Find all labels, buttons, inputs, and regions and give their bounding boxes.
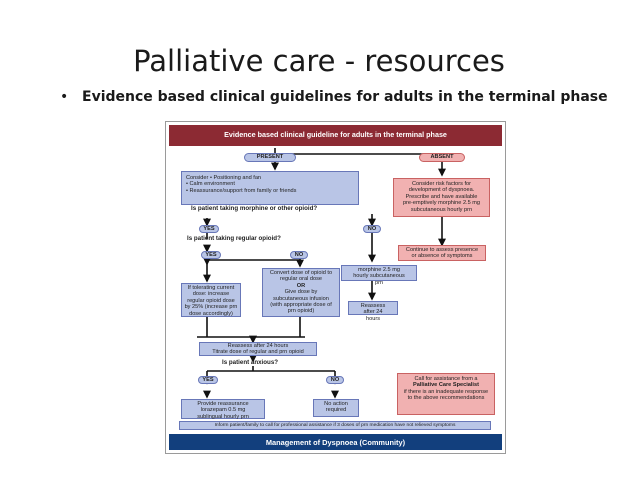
inform-patient-bar: Inform patient/family to call for profes… bbox=[179, 421, 491, 430]
slide-title: Palliative care - resources bbox=[133, 44, 505, 78]
no-box-2: NO bbox=[290, 251, 308, 259]
tolerating-dose-box: If tolerating current dose: increase reg… bbox=[181, 283, 241, 317]
call-specialist-box: Call for assistance from a Palliative Ca… bbox=[397, 373, 495, 415]
no-action-box: No action required bbox=[313, 399, 359, 417]
question-morphine: Is patient taking morphine or other opio… bbox=[191, 205, 318, 212]
flowchart-footer-bg bbox=[169, 434, 502, 450]
flowchart-header: Evidence based clinical guideline for ad… bbox=[224, 130, 447, 139]
call-specialist-post: if there is an inadequate response to th… bbox=[403, 388, 489, 402]
question-anxious: Is patient anxious? bbox=[222, 359, 279, 366]
lorazepam-box: Provide reassurance lorazepam 0.5 mg sub… bbox=[181, 399, 265, 420]
flowchart-footer: Management of Dyspnoea (Community) bbox=[265, 438, 406, 447]
bullet-text: Evidence based clinical guidelines for a… bbox=[82, 89, 608, 105]
convert-dose-text: Convert dose of opioid to regular oral d… bbox=[269, 270, 333, 283]
reassess-24h-box: Reassess after 24 hours bbox=[348, 301, 398, 322]
yes-box-1: YES bbox=[199, 225, 219, 233]
convert-dose-box: Convert dose of opioid to regular oral d… bbox=[262, 268, 340, 317]
morphine-prn-box: morphine 2.5 mg hourly subcutaneous prn bbox=[341, 265, 417, 286]
convert-or-label: OR bbox=[296, 282, 306, 289]
question-regular-opioid: Is patient taking regular opioid? bbox=[187, 235, 281, 242]
continue-assess-box: Continue to assess presence or absence o… bbox=[398, 245, 486, 261]
yes-box-2: YES bbox=[201, 251, 221, 259]
call-specialist-pre: Call for assistance from a bbox=[414, 376, 478, 382]
bullet-item: • Evidence based clinical guidelines for … bbox=[60, 89, 608, 105]
no-box-3: NO bbox=[326, 376, 344, 384]
yes-box-3: YES bbox=[198, 376, 218, 384]
call-specialist-name: Palliative Care Specialist bbox=[413, 382, 479, 389]
flowchart-header-bg bbox=[169, 125, 502, 146]
bullet-marker: • bbox=[60, 89, 69, 105]
no-box-1: NO bbox=[363, 225, 381, 233]
present-box: PRESENT bbox=[244, 153, 296, 162]
infusion-dose-text: Give dose by subcutaneous infusion (with… bbox=[270, 289, 332, 315]
flowchart-image: Evidence based clinical guideline for ad… bbox=[165, 121, 506, 454]
absent-consider-box: Consider risk factors for development of… bbox=[393, 178, 490, 217]
reassess-titrate-box: Reassess after 24 hours Titrate dose of … bbox=[199, 342, 317, 356]
absent-box: ABSENT bbox=[419, 153, 465, 162]
consider-box: Consider • Positioning and fan • Calm en… bbox=[181, 171, 359, 205]
